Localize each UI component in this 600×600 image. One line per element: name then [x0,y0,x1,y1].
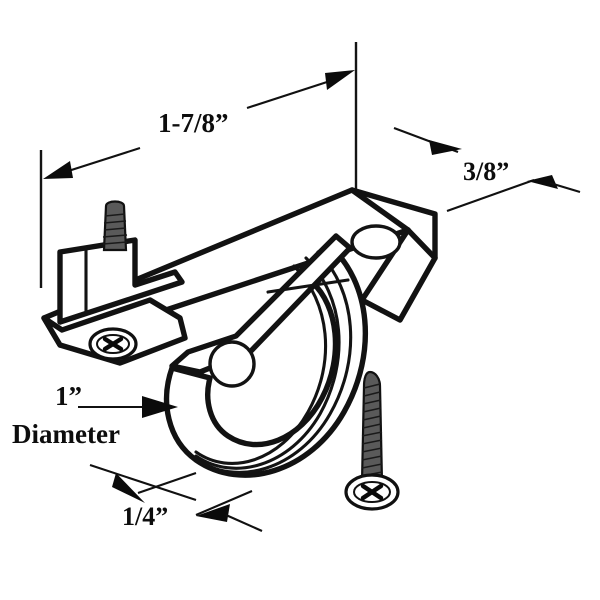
arrow-head-length-right [325,70,355,90]
arrow-head-thickness-upper [429,140,462,155]
bracket-right-leg [359,227,438,323]
roller-wheel-group [163,243,369,478]
screw-post-thread-1 [104,213,126,217]
leader-line-width-lower-tail [225,514,263,532]
dimension-thickness-group: 3/8” [393,127,581,212]
mounting-hole [350,224,402,260]
roller-assembly-part [41,187,438,478]
leader-line-thickness-tail [549,181,581,194]
dimension-width-group: 1/4” [89,464,263,532]
bracket-left-end-block [57,237,185,325]
adjustment-screw-post [102,200,128,252]
dimension-length-group: 1-7/8” [39,42,358,288]
phillips-head-inner [96,334,130,354]
mounting-screw-head-inner [353,481,391,503]
dimension-diameter-group: 1” Diameter [12,381,178,449]
loose-mounting-screw [344,370,400,511]
arrow-head-width-lower [196,504,230,522]
dimension-label-diameter-word: Diameter [12,419,120,449]
leader-line-length-right [246,81,328,109]
leader-line-width-upper [89,464,197,501]
wheel-outer-rim-face [163,243,369,478]
wheel-rim-contour-2 [194,256,341,470]
phillips-screw-head-on-bracket [88,327,138,361]
leader-line-width-upper-tail [137,472,197,494]
phillips-cross-line-2 [102,336,124,352]
screw-post-thread-2 [103,220,127,224]
screw-post-thread-5 [102,241,128,245]
leader-line-width-lower [195,490,253,516]
dimension-label-width: 1/4” [122,502,168,531]
bracket-yoke-arm [169,233,353,375]
arrow-head-thickness-lower [527,175,558,189]
wheel-rim-contour-1 [192,250,353,474]
leader-line-length-left [61,147,141,174]
bracket-crease-line [266,278,350,294]
leader-line-thickness-lower [446,179,535,212]
screw-post-thread-4 [102,234,128,238]
arrow-head-length-left [43,161,73,179]
arrow-head-diameter [142,396,178,418]
dimension-label-length: 1-7/8” [158,108,229,138]
arrow-head-width-upper [112,473,145,503]
wheel-rim-contour-3 [194,264,327,465]
dimension-label-diameter-value: 1” [55,381,82,411]
dimension-label-thickness: 3/8” [463,157,509,186]
mounting-screw-cross-line-2 [360,483,384,501]
axle-hole [208,340,256,388]
screw-post-thread-3 [103,227,127,231]
